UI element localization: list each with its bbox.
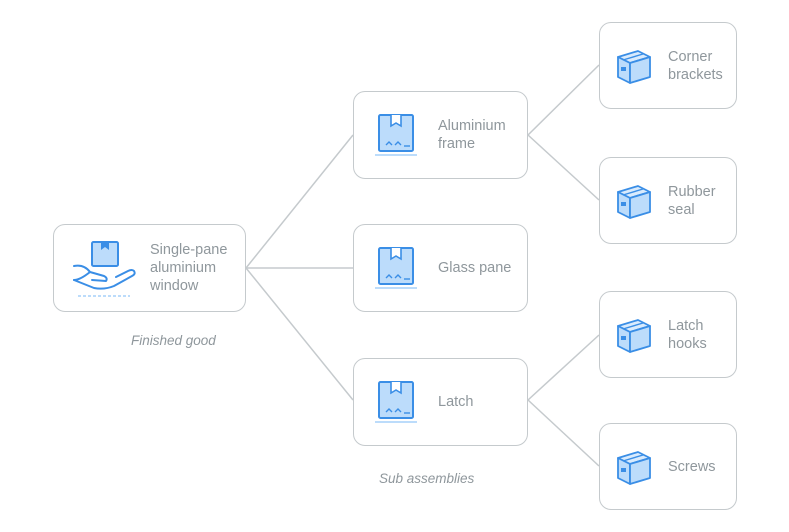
cube-box-icon (600, 446, 668, 488)
cube-box-icon (600, 314, 668, 356)
connector-line (527, 399, 600, 467)
cube-box-icon (600, 45, 668, 87)
cube-box-icon (600, 180, 668, 222)
package-icon (354, 112, 438, 158)
sub-assembly-label: Glass pane (438, 260, 512, 276)
component-latch-hooks: Latch hooks (599, 291, 737, 378)
sub-assembly-label: Aluminium frame (438, 118, 506, 152)
component-screws: Screws (599, 423, 737, 510)
connector-line (245, 134, 354, 269)
component-label: Screws (668, 458, 716, 475)
sub-assembly-latch: Latch (353, 358, 528, 446)
component-label: Corner brackets (668, 48, 723, 83)
component-label: Latch hooks (668, 317, 707, 352)
component-label: Rubber seal (668, 183, 716, 218)
connector-line (527, 64, 600, 136)
sub-assembly-glass-pane: Glass pane (353, 224, 528, 312)
connector-line (527, 334, 600, 401)
connector-line (527, 134, 600, 201)
sub-assembly-label: Latch (438, 394, 474, 410)
finished-good-caption: Finished good (131, 333, 216, 348)
sub-assemblies-caption: Sub assemblies (379, 471, 475, 486)
sub-assembly-aluminium-frame: Aluminium frame (353, 91, 528, 179)
hand-holding-box-icon (54, 236, 150, 300)
component-corner-brackets: Corner brackets (599, 22, 737, 109)
finished-good-label: Single-pane aluminium window (150, 242, 228, 294)
package-icon (354, 245, 438, 291)
connector-line (245, 267, 354, 401)
finished-good-node: Single-pane aluminium window (53, 224, 246, 312)
package-icon (354, 379, 438, 425)
component-rubber-seal: Rubber seal (599, 157, 737, 244)
